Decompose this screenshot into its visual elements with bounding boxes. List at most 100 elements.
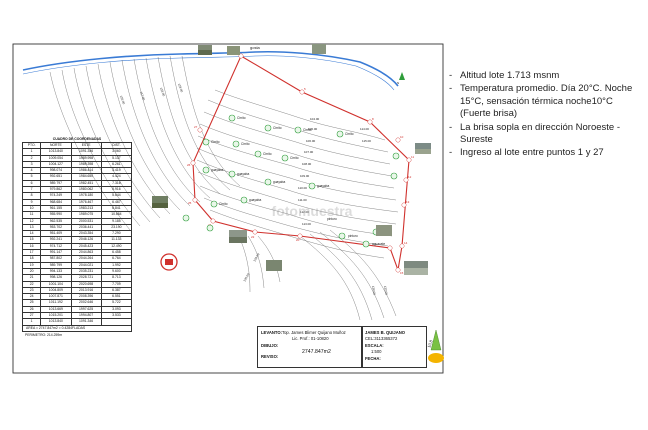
table-cell: 4.424 [100,173,133,181]
table-cell: 6.458 [100,249,133,257]
table-cell: 7.290 [100,230,133,238]
tree-label: guayaba [211,168,223,172]
tree-label: pinturo [327,217,337,221]
table-cell: 9 [21,198,42,206]
surveyor-name: JAMES B. QUIJANO [365,330,406,335]
tree-label: guayaba [317,184,329,188]
tree-label: Cirrito [211,140,220,144]
coordinate-table: CUADRO DE COORDENADAS PTO. NORTE ESTE DI… [21,137,133,338]
table-cell: 5.137 [100,154,133,162]
table-cell: 19 [21,261,42,269]
svg-text:10.8: 10.8 [426,339,434,349]
lot-point-marker [192,197,198,203]
table-cell: 23.190 [100,223,133,232]
table-cell: 6.387 [100,286,133,295]
table-cell: 11 [21,211,42,219]
tree-icon [240,196,248,204]
table-cell: 1 [21,318,42,326]
column-header: DIST. [100,141,133,150]
table-cell: 5.722 [100,299,133,307]
table-cell: 2 [21,154,42,162]
lot-point-marker [299,89,305,95]
lot-point-marker [395,267,401,273]
tree-icon [228,114,236,122]
lot-point-marker [401,202,407,208]
tree-label: pinturo [348,234,358,238]
tree-labels: Cirrito Cirrito Cirrito Cirrito Cirrito … [211,116,385,246]
photo-thumbnail [227,46,240,55]
contour-label: 109.00 [300,174,310,178]
table-cell: 14 [21,230,42,238]
contour-label: 113.00 [302,222,311,226]
photo-thumbnail [266,260,282,271]
tree-icon [264,124,272,132]
reviso-label: REVISO: [261,354,279,359]
table-cell: 9.600 [100,267,133,276]
table-cell: 12 [21,217,42,225]
tree-icon [206,224,214,232]
site-photos [152,44,431,275]
table-cell: 6.467 [100,198,133,206]
table-cell: 3.419 [100,167,133,175]
tree-label: Cirrito [219,202,228,206]
tree-icon [362,240,370,248]
lot-point-label: 25 [188,201,192,205]
contour-label: 116.00 [119,95,126,105]
logo-icon: 10.8 [426,329,444,363]
table-cell: 8.713 [100,274,133,282]
title-block-right: JAMES B. QUIJANO CEL:3113365372 ESCALA: … [361,326,427,368]
tree-icon [232,140,240,148]
photo-thumbnail [415,143,431,154]
contour-label: 104.00 [310,117,320,121]
table-cell: 5 [21,173,42,181]
lot-point-marker [190,160,196,166]
contour-label: 106.00 [306,139,316,143]
table-cell: 3 [21,160,42,169]
phone: CEL:3113365372 [365,336,398,341]
contour-label: 112.00 [300,210,309,214]
lot-point-label: 8 [372,117,374,121]
coordinate-table-title: CUADRO DE COORDENADAS [52,137,102,141]
table-cell: 22 [21,280,42,288]
table-cell: 27 [21,311,42,320]
svg-text:N: N [397,81,399,85]
table-cell: 11.133 [100,236,133,244]
tree-symbols [182,114,400,248]
table-cell: 3.533 [100,311,133,320]
contour-label: 125.00 [242,272,250,282]
table-cell: 23 [21,286,42,295]
tree-icon [336,130,344,138]
contour-label: 114.00 [360,127,369,131]
photo-thumbnail [312,44,326,54]
table-cell: 8 [21,192,42,200]
tree-label: guayaba [273,180,285,184]
tree-icon [264,178,272,186]
table-cell: 17 [21,249,42,257]
table-cell: 25 [21,299,42,307]
table-cell: 21 [21,274,42,282]
table-cell: 6.764 [100,255,133,263]
lot-point-marker [395,137,401,143]
contour-label: 107.00 [304,150,314,154]
table-cell: 12.490 [100,242,133,251]
area-value: 2747.847m2 [302,349,331,355]
photo-thumbnail [376,225,392,236]
tree-icon [281,154,289,162]
lot-point-label: 14 [404,241,408,245]
tree-label: Cirrito [263,152,272,156]
sheet-frame [12,43,444,374]
table-header-row: PTO. NORTE ESTE DIST. [21,141,133,150]
tree-label: Cirrito [241,142,250,146]
